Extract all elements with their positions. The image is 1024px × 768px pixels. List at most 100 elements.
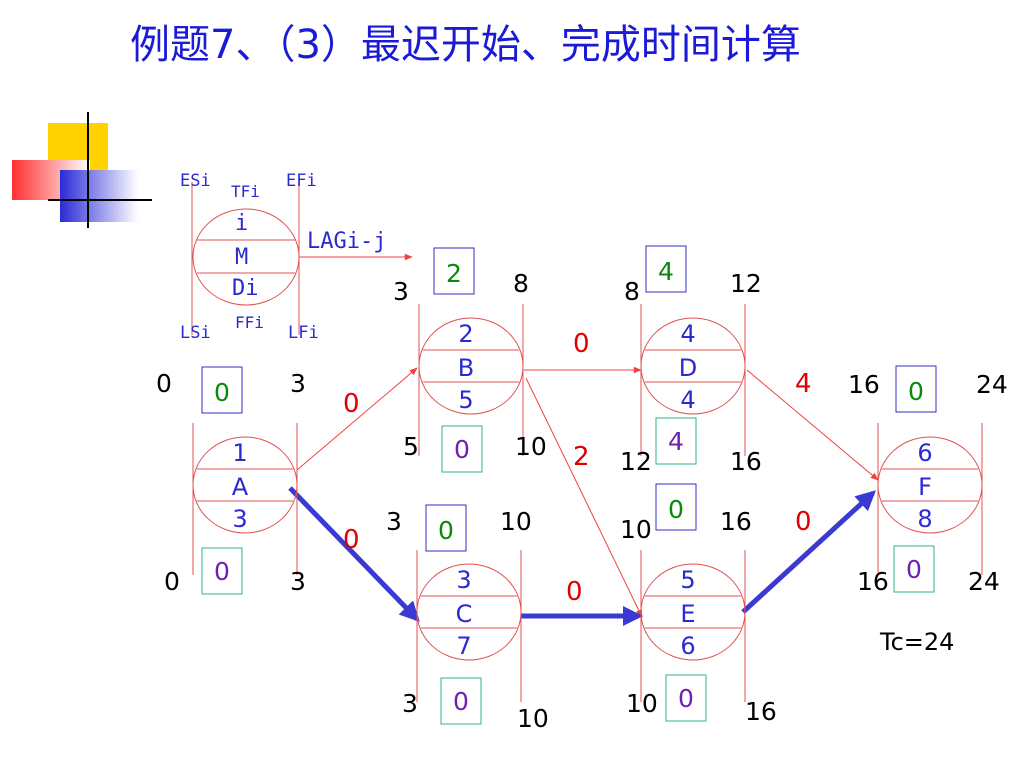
free-float: 0 <box>678 684 694 713</box>
node-circle <box>418 317 524 415</box>
edge-b-d: 0 <box>524 329 642 374</box>
legend-id: i <box>235 211 248 236</box>
edge-b-e: 2 <box>525 377 643 618</box>
free-float: 4 <box>668 427 684 456</box>
free-float: 0 <box>906 555 922 584</box>
latest-finish: 16 <box>730 447 762 476</box>
total-float: 0 <box>908 377 924 406</box>
node-name: C <box>456 600 473 628</box>
node-circle <box>416 563 522 661</box>
free-float-box <box>201 547 243 595</box>
lag-label: 0 <box>795 507 812 537</box>
free-float-box <box>441 425 483 473</box>
node-duration: 5 <box>458 386 473 414</box>
total-float-box <box>201 366 243 414</box>
node-name: A <box>232 473 249 501</box>
node-b: 2B 5 3 8 5 10 2 0 <box>393 247 547 473</box>
node-duration: 6 <box>680 632 695 660</box>
latest-finish: 16 <box>745 697 777 726</box>
lag-label: 4 <box>795 369 812 399</box>
earliest-start: 3 <box>386 507 402 536</box>
free-float-box <box>893 545 935 593</box>
corner-ornament <box>12 112 152 228</box>
node-id: 6 <box>917 439 932 467</box>
edge-a-c: 0 <box>288 486 420 622</box>
lag-label: 0 <box>343 525 360 555</box>
edge-e-f: 0 <box>741 490 876 614</box>
node-duration: 7 <box>456 632 471 660</box>
total-float: 2 <box>446 259 462 288</box>
legend-es: ESi <box>180 171 211 191</box>
legend-ls: LSi <box>180 323 211 343</box>
node-name: B <box>458 354 474 382</box>
edge-d-f: 4 <box>746 369 879 481</box>
legend-ef: EFi <box>286 171 317 191</box>
latest-finish: 3 <box>290 567 306 596</box>
edge-c-e: 0 <box>521 577 643 626</box>
edge-arrow <box>525 377 643 618</box>
critical-arrow <box>741 490 876 614</box>
earliest-finish: 24 <box>976 370 1008 399</box>
node-id: 5 <box>680 566 695 594</box>
legend-name: M <box>235 245 248 270</box>
total-float: 0 <box>668 495 684 524</box>
critical-arrow <box>288 486 420 622</box>
total-float-box <box>425 504 467 552</box>
legend-lag: LAGi-j <box>307 229 386 254</box>
total-float: 0 <box>214 378 230 407</box>
node-circle <box>640 317 746 415</box>
lag-label: 0 <box>343 389 360 419</box>
node-name: D <box>679 354 697 382</box>
earliest-start: 0 <box>156 369 172 398</box>
latest-start: 3 <box>402 689 418 718</box>
legend-lf: LFi <box>288 323 319 343</box>
node-name: F <box>918 473 932 501</box>
node-f: 6F 8 16 24 16 24 0 0 <box>848 365 1008 596</box>
latest-finish: 10 <box>515 432 547 461</box>
earliest-start: 8 <box>624 277 640 306</box>
latest-finish: 24 <box>968 567 1000 596</box>
node-name: E <box>680 600 695 628</box>
node-circle <box>192 436 298 534</box>
free-float-box <box>665 674 707 722</box>
total-float: 4 <box>658 257 674 286</box>
free-float: 0 <box>454 435 470 464</box>
earliest-finish: 16 <box>720 507 752 536</box>
earliest-finish: 3 <box>290 369 306 398</box>
legend-tf: TFi <box>231 182 260 201</box>
total-float: 0 <box>438 516 454 545</box>
total-float-box <box>433 247 475 295</box>
latest-start: 10 <box>626 689 658 718</box>
lag-label: 0 <box>566 577 583 607</box>
earliest-start: 3 <box>393 277 409 306</box>
total-float-box <box>895 365 937 413</box>
latest-start: 0 <box>164 567 180 596</box>
total-float-box <box>655 483 697 531</box>
node-duration: 8 <box>917 505 932 533</box>
edge-arrow <box>296 367 418 471</box>
earliest-finish: 10 <box>500 507 532 536</box>
latest-finish: 10 <box>517 704 549 733</box>
earliest-finish: 12 <box>730 269 762 298</box>
edge-arrow <box>746 369 879 481</box>
total-float-box <box>645 245 687 293</box>
lag-label: 0 <box>573 329 590 359</box>
node-duration: 4 <box>680 386 695 414</box>
free-float: 0 <box>453 687 469 716</box>
node-circle <box>877 436 983 534</box>
earliest-start: 16 <box>848 370 880 399</box>
free-float-box <box>440 677 482 725</box>
node-id: 1 <box>232 439 247 467</box>
legend-node: ESi EFi TFi i M Di LAGi-j LSi FFi LFi <box>180 171 413 343</box>
node-id: 2 <box>458 320 473 348</box>
latest-start: 16 <box>857 567 889 596</box>
edge-a-b: 0 <box>296 367 418 471</box>
latest-start: 5 <box>403 432 419 461</box>
earliest-finish: 8 <box>513 269 529 298</box>
